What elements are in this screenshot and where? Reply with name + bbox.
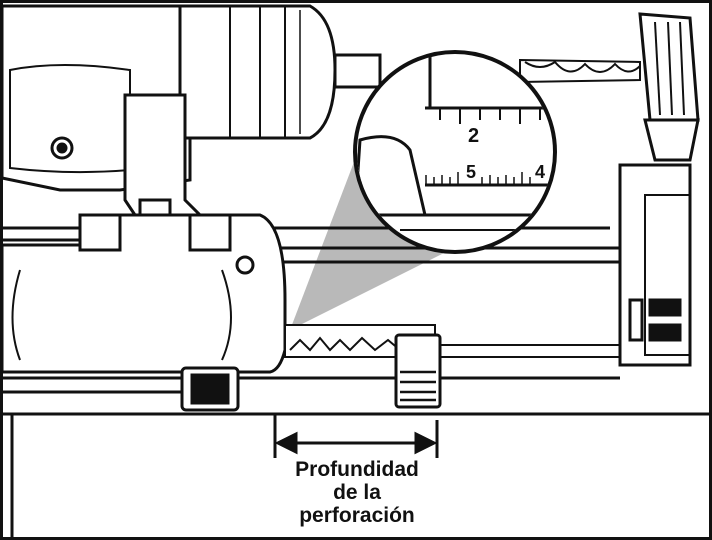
lower-clamp-icon — [180, 366, 240, 412]
dust-collector-icon — [618, 12, 700, 367]
caption-line-1: Profundidad — [295, 458, 419, 481]
scale-label-2: 2 — [468, 125, 479, 147]
caption-line-2: de la — [333, 481, 381, 504]
scale-label-4: 4 — [535, 162, 545, 182]
caption-line-3: perforación — [299, 504, 415, 527]
drill-bit-icon — [519, 58, 641, 84]
drilling-depth-caption: Profundidad de la perforación — [262, 458, 452, 527]
zoom-cone — [290, 120, 460, 330]
scale-label-5: 5 — [466, 162, 476, 182]
depth-stop-icon — [394, 333, 442, 409]
magnifier-inset-icon: 2 5 4 — [353, 50, 557, 254]
dust-box-icon — [0, 213, 287, 374]
chuck-icon — [178, 4, 382, 140]
